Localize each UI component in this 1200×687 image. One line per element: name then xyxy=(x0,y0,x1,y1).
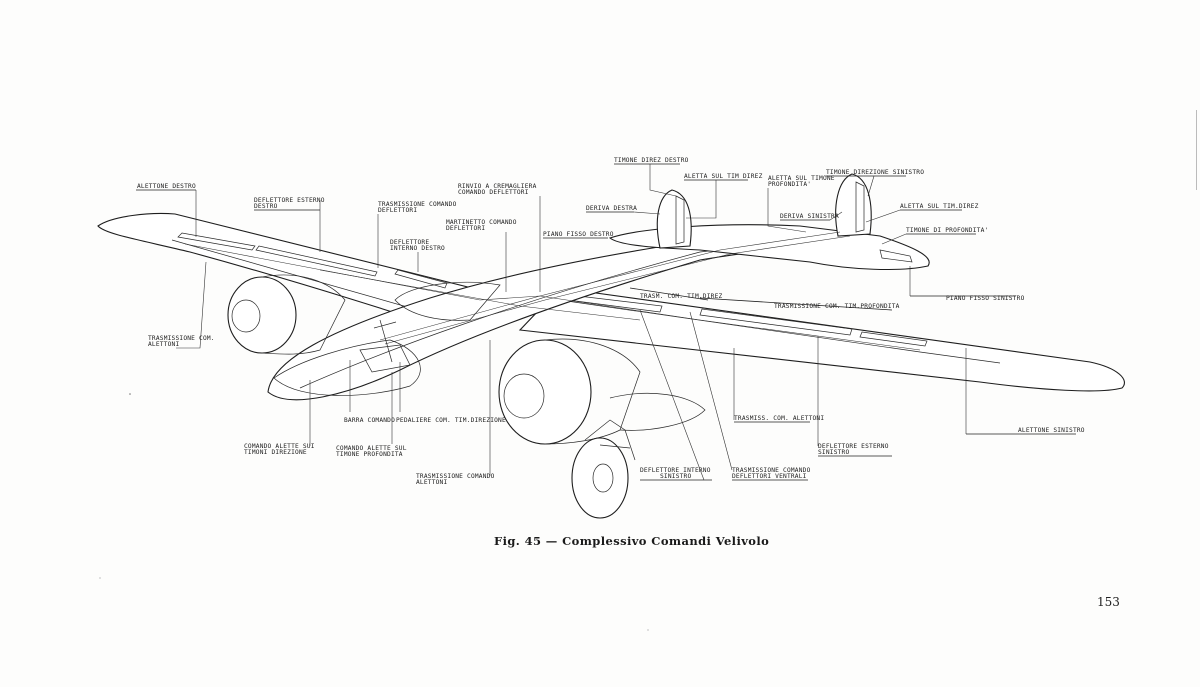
right-engine-nacelle xyxy=(261,274,346,355)
label-trasmiss-com-alettoni: TRASMISS. COM. ALETTONI xyxy=(734,415,824,422)
fuselage-spine xyxy=(299,235,841,389)
label-piano-fisso-sinistro: PIANO FISSO SINISTRO xyxy=(946,295,1025,302)
label-trasmissione-comando-deflettori: TRASMISSIONE COMANDO xyxy=(378,201,457,208)
label-trasmissione-comando-alettoni: TRASMISSIONE COMANDO xyxy=(416,473,495,480)
label-deflettore-esterno-destro: DEFLETTORE ESTERNO xyxy=(254,197,325,204)
label-trasm-tim-direz: TRASM. COM. TIM.DIREZ xyxy=(640,293,723,300)
label-timone-direzione-sinistro: TIMONE DIREZIONE SINISTRO xyxy=(826,169,924,176)
left-engine-cowling xyxy=(498,339,592,445)
label-rinvio-cremagliera-2: COMANDO DEFLETTORI xyxy=(458,189,529,196)
label-deriva-sinistra: DERIVA SINISTRA xyxy=(780,213,839,220)
page-edge xyxy=(1196,110,1200,190)
left-rudder xyxy=(855,181,865,233)
label-rinvio-cremagliera: RINVIO A CREMAGLIERA xyxy=(458,183,537,190)
flap-cable xyxy=(319,269,641,321)
label-deflettore-interno-destro-2: INTERNO DESTRO xyxy=(390,245,445,252)
elevator-cable xyxy=(384,235,851,345)
label-deflettore-esterno-sinistro: DEFLETTORE ESTERNO xyxy=(818,443,889,450)
label-comando-alette-tim-dir-2: TIMONI DIREZIONE xyxy=(244,449,307,456)
label-deflettore-esterno-sinistro-2: SINISTRO xyxy=(818,449,849,456)
control-stick xyxy=(373,319,397,363)
right-aileron xyxy=(177,232,256,251)
label-aletta-timone-prof-2: PROFONDITA' xyxy=(768,181,811,188)
left-nacelle-tail xyxy=(609,393,706,431)
scan-speck xyxy=(647,629,649,631)
label-aletta-tim-direz-1: ALETTA SUL TIM DIREZ xyxy=(684,173,763,180)
label-trasmissione-com-alettoni: TRASMISSIONE COM. xyxy=(148,335,215,342)
rudder-cable xyxy=(379,231,841,341)
main-wheel-hub xyxy=(592,463,614,493)
label-martinetto: MARTINETTO COMANDO xyxy=(446,219,517,226)
label-trasmissione-com-alettoni-2: ALETTONI xyxy=(148,341,179,348)
landing-gear-strut xyxy=(584,419,636,461)
scan-speck xyxy=(99,577,101,579)
label-alettone-destro: ALETTONE DESTRO xyxy=(137,183,196,190)
cockpit xyxy=(394,281,501,321)
label-barra-comando: BARRA COMANDO xyxy=(344,417,395,424)
label-deflettore-interno-sinistro-2: SINISTRO xyxy=(660,473,691,480)
left-engine-nacelle xyxy=(544,338,641,445)
aileron-cable-left xyxy=(539,295,921,351)
label-aletta-tim-direz-2: ALETTA SUL TIM.DIREZ xyxy=(900,203,979,210)
right-outer-flap xyxy=(255,245,378,277)
left-fin xyxy=(835,173,872,237)
label-timone-direz-destro: TIMONE DIREZ DESTRO xyxy=(614,157,689,164)
label-trasmissione-deflettori-ventrali-2: DEFLETTORI VENTRALI xyxy=(732,473,807,480)
label-comando-alette-tim-prof: COMANDO ALETTE SUL xyxy=(336,445,407,452)
left-wing xyxy=(518,287,1125,392)
label-trasmissione-deflettori-ventrali: TRASMISSIONE COMANDO xyxy=(732,467,811,474)
label-deriva-destra: DERIVA DESTRA xyxy=(586,205,637,212)
label-trasmissione-comando-deflettori-2: DEFLETTORI xyxy=(378,207,417,214)
label-trasmissione-comando-alettoni-2: ALETTONI xyxy=(416,479,447,486)
right-fin xyxy=(656,189,692,249)
left-aileron xyxy=(859,331,928,347)
elevator xyxy=(879,249,913,263)
left-wing-trailing-edge xyxy=(559,299,1001,364)
right-rudder xyxy=(675,195,685,245)
label-alettone-sinistro: ALETTONE SINISTRO xyxy=(1018,427,1085,434)
figure-caption: Fig. 45 — Complessivo Comandi Velivolo xyxy=(494,534,770,548)
label-comando-alette-tim-dir: COMANDO ALETTE SUI xyxy=(244,443,315,450)
nose-section xyxy=(273,339,421,396)
label-martinetto-2: DEFLETTORI xyxy=(446,225,485,232)
rudder-pedals xyxy=(359,344,411,373)
right-engine-cowling xyxy=(227,276,297,354)
label-piano-fisso-destro: PIANO FISSO DESTRO xyxy=(543,231,614,238)
page-number: 153 xyxy=(1097,595,1120,609)
label-deflettore-interno-sinistro: DEFLETTORE INTERNO xyxy=(640,467,711,474)
aileron-cable-right xyxy=(184,243,541,301)
label-aletta-timone-prof: ALETTA SUL TIMONE xyxy=(768,175,835,182)
label-comando-alette-tim-prof-2: TIMONE PROFONDITA xyxy=(336,451,403,458)
label-deflettore-esterno-destro-2: DESTRO xyxy=(254,203,278,210)
label-pedaliere: PEDALIERE COM. TIM.DIREZIONE xyxy=(396,417,506,424)
main-wheel xyxy=(571,437,629,519)
scan-speck xyxy=(129,393,131,395)
label-timone-profondita: TIMONE DI PROFONDITA' xyxy=(906,227,988,234)
right-engine-spinner xyxy=(231,299,261,333)
left-outer-flap xyxy=(699,308,853,336)
label-deflettore-interno-destro: DEFLETTORE xyxy=(390,239,429,246)
left-engine-spinner xyxy=(503,373,545,419)
